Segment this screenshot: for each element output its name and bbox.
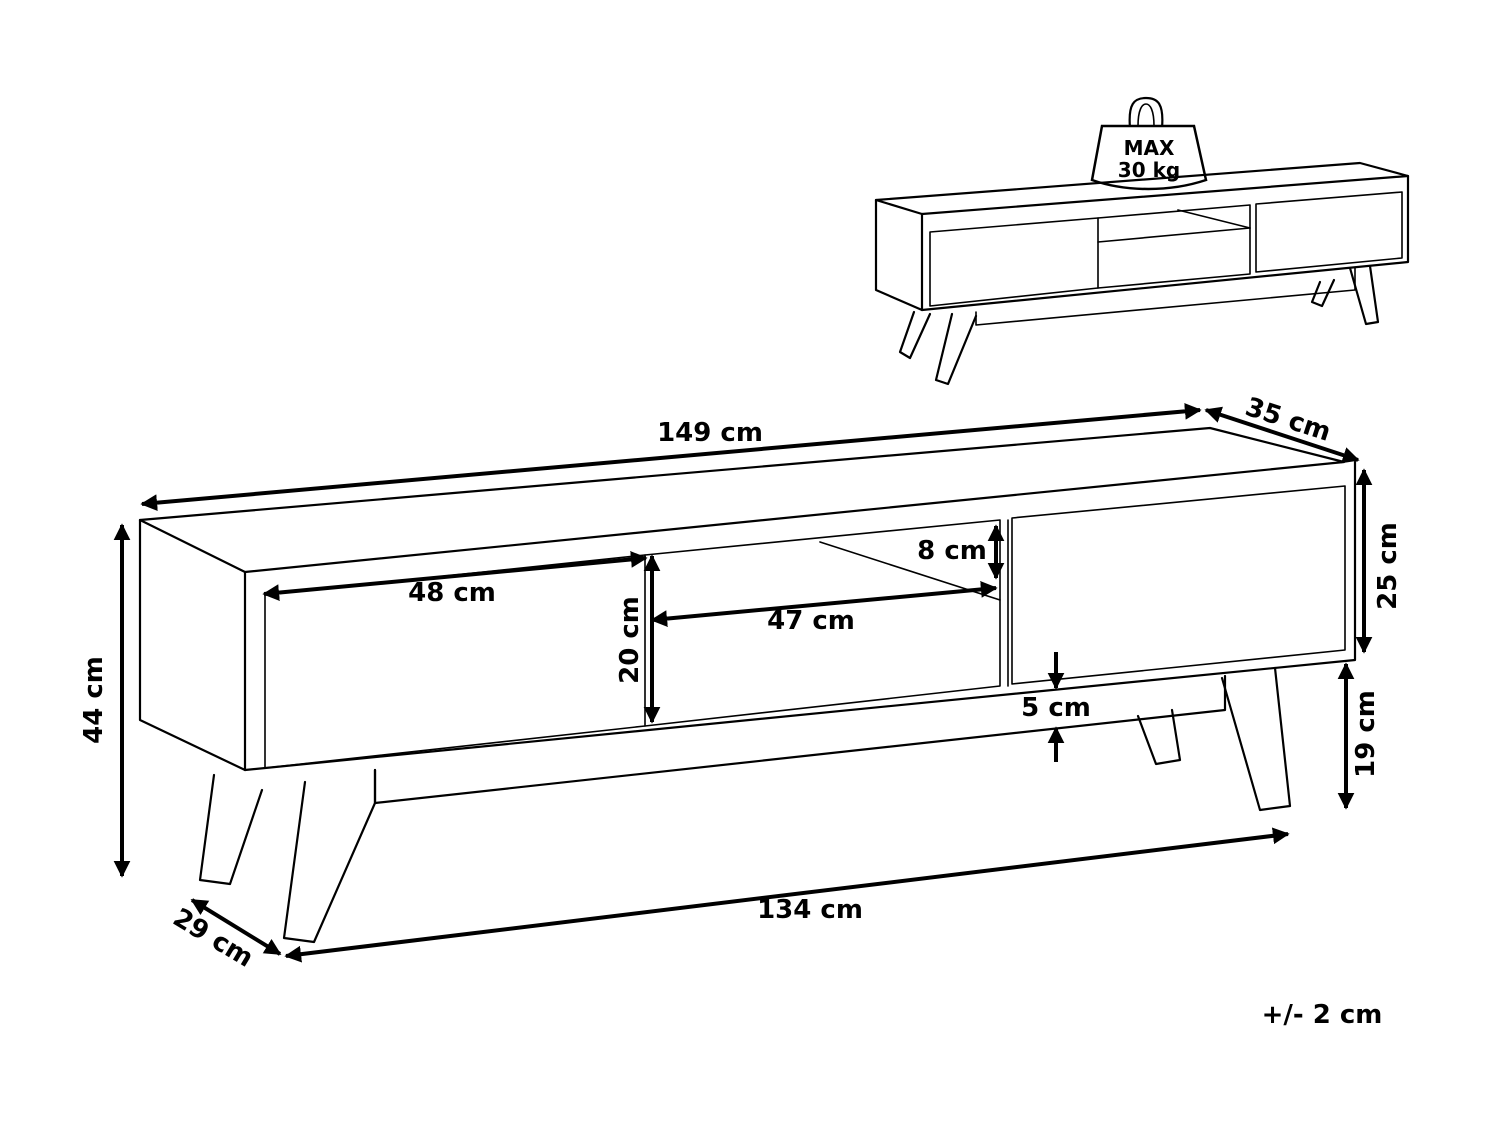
leg-height-label: 19 cm <box>1351 690 1381 778</box>
drawer-width-label: 48 cm <box>408 578 496 608</box>
tolerance-label: +/- 2 cm <box>1262 1000 1383 1030</box>
shelf-height-label: 8 cm <box>917 536 987 566</box>
weight-max-label: MAX <box>1124 136 1175 160</box>
preview-cabinet <box>874 161 1410 386</box>
dimension-lines <box>113 402 1373 963</box>
height-total-label: 44 cm <box>79 656 109 744</box>
preview-illustration: MAX 30 kg <box>874 96 1410 386</box>
opening-width-label: 47 cm <box>767 606 855 636</box>
plinth-height-label: 5 cm <box>1021 693 1091 723</box>
top-width-label: 149 cm <box>657 418 763 448</box>
leg-span-label: 134 cm <box>757 895 863 925</box>
opening-height-label: 20 cm <box>615 596 645 684</box>
body-height-label: 25 cm <box>1373 522 1403 610</box>
main-cabinet <box>138 426 1357 944</box>
